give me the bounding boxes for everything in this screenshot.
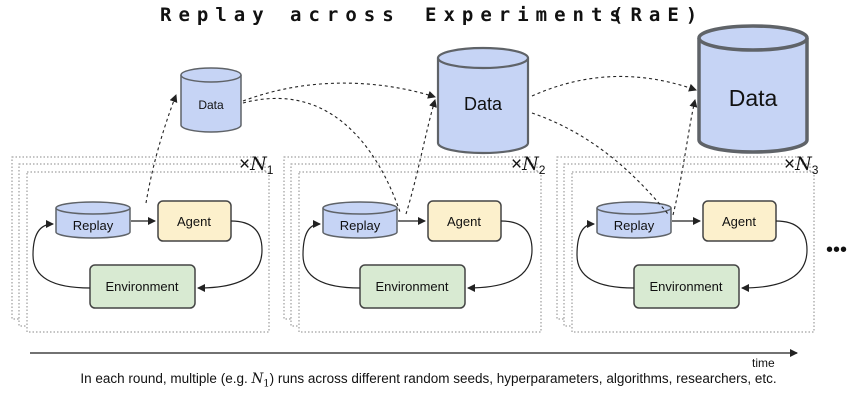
title-word-rae: (RaE) bbox=[612, 4, 705, 26]
data-2-to-data-3-arrow bbox=[531, 75, 697, 97]
data-2-to-round-3-replay-arrow bbox=[531, 112, 669, 215]
round-3-replay-to-data-3-arrow bbox=[672, 99, 698, 216]
round-3-agent-label: Agent bbox=[722, 214, 756, 229]
title-word-across: across bbox=[290, 4, 401, 26]
round-3-replay-label: Replay bbox=[614, 218, 655, 233]
round-2-data-cylinder: Data bbox=[436, 46, 530, 155]
time-axis-label: time bbox=[752, 356, 775, 370]
figure-caption: In each round, multiple (e.g. N1) runs a… bbox=[80, 371, 777, 390]
round-3-environment-box: Environment bbox=[633, 264, 740, 309]
round-3-environment-label: Environment bbox=[650, 279, 723, 294]
title-word-replay: Replay bbox=[160, 4, 271, 26]
round-1-replay-label: Replay bbox=[73, 218, 114, 233]
round-2-multiplier: ×N2 bbox=[511, 153, 546, 177]
round-1-replay-cylinder: Replay bbox=[55, 201, 131, 239]
round-3-replay-cylinder: Replay bbox=[596, 201, 672, 239]
round-1-replay-to-data-arrow bbox=[145, 94, 178, 204]
data-1-to-data-2-arrow bbox=[242, 82, 436, 102]
more-rounds-ellipsis: ••• bbox=[826, 239, 847, 261]
diagram-title: Replay across Experiments (RaE) bbox=[0, 4, 857, 34]
round-2-loop-arrows bbox=[302, 217, 533, 292]
data-1-to-round-2-replay-arrow bbox=[242, 97, 401, 213]
round-2-replay-label: Replay bbox=[340, 218, 381, 233]
round-3-multiplier: ×N3 bbox=[784, 153, 819, 177]
round-1-environment-label: Environment bbox=[106, 279, 179, 294]
round-1-data-label: Data bbox=[198, 98, 224, 112]
round-1-multiplier: ×N1 bbox=[239, 153, 274, 177]
round-1-data-cylinder: Data bbox=[180, 67, 242, 133]
round-3-data-cylinder: Data bbox=[697, 24, 809, 154]
round-2-agent-label: Agent bbox=[447, 214, 481, 229]
title-word-experiments: Experiments bbox=[425, 4, 628, 26]
round-2-replay-to-data-2-arrow bbox=[405, 99, 437, 215]
round-3-data-label: Data bbox=[729, 85, 778, 111]
round-1-agent-label: Agent bbox=[177, 214, 211, 229]
round-2-environment-label: Environment bbox=[376, 279, 449, 294]
time-axis: time bbox=[30, 349, 798, 370]
round-1-agent-box: Agent bbox=[157, 200, 232, 242]
round-2-agent-box: Agent bbox=[427, 200, 502, 242]
round-2-replay-cylinder: Replay bbox=[322, 201, 398, 239]
round-2-data-label: Data bbox=[464, 94, 503, 114]
round-1-environment-box: Environment bbox=[89, 264, 196, 309]
round-2-environment-box: Environment bbox=[359, 264, 466, 309]
round-3-agent-box: Agent bbox=[702, 200, 777, 242]
data-flow-arrows bbox=[145, 75, 698, 216]
round-1-loop-arrows bbox=[32, 217, 263, 292]
round-3-loop-arrows bbox=[576, 217, 808, 292]
